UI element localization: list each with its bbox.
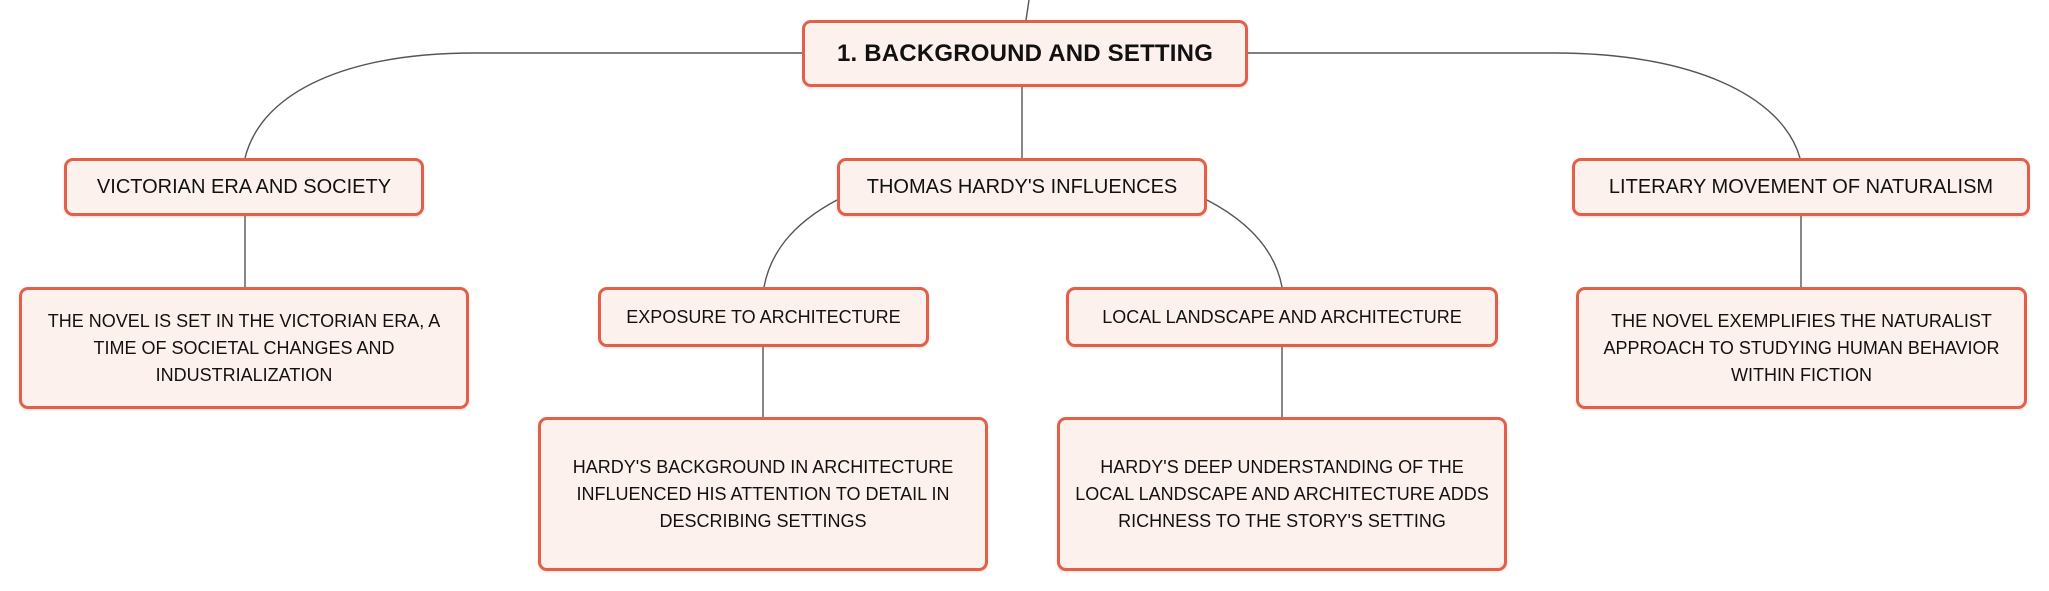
root-topic[interactable]: 1. BACKGROUND AND SETTING	[802, 20, 1248, 87]
subtopic-exposure-architecture-label: EXPOSURE TO ARCHITECTURE	[626, 306, 901, 327]
subtopic-local-landscape-label: LOCAL LANDSCAPE AND ARCHITECTURE	[1102, 306, 1462, 327]
subtopic-exposure-architecture[interactable]: EXPOSURE TO ARCHITECTURE	[598, 287, 929, 347]
connector-hardy-architecture	[763, 199, 838, 288]
branch-hardy-influences[interactable]: THOMAS HARDY'S INFLUENCES	[837, 158, 1207, 216]
detail-naturalism[interactable]: THE NOVEL EXEMPLIFIES THE NATURALIST APP…	[1576, 287, 2027, 409]
detail-local-landscape-text: HARDY'S DEEP UNDERSTANDING OF THE LOCAL …	[1075, 456, 1489, 531]
connector-root-victorian	[244, 52, 802, 159]
root-topic-label: 1. BACKGROUND AND SETTING	[836, 39, 1214, 67]
connector-hardy-landscape	[1206, 199, 1283, 288]
connector-root-parent	[1025, 0, 1030, 21]
branch-hardy-influences-label: THOMAS HARDY'S INFLUENCES	[866, 175, 1178, 198]
detail-exposure-architecture-text: HARDY'S BACKGROUND IN ARCHITECTURE INFLU…	[572, 456, 954, 531]
detail-victorian-era[interactable]: THE NOVEL IS SET IN THE VICTORIAN ERA, A…	[19, 287, 469, 409]
branch-victorian-era[interactable]: VICTORIAN ERA AND SOCIETY	[64, 158, 424, 216]
branch-naturalism-label: LITERARY MOVEMENT OF NATURALISM	[1608, 175, 1994, 198]
detail-local-landscape[interactable]: HARDY'S DEEP UNDERSTANDING OF THE LOCAL …	[1057, 417, 1507, 571]
detail-victorian-era-text: THE NOVEL IS SET IN THE VICTORIAN ERA, A…	[47, 310, 441, 385]
branch-victorian-era-label: VICTORIAN ERA AND SOCIETY	[96, 175, 392, 198]
detail-naturalism-text: THE NOVEL EXEMPLIFIES THE NATURALIST APP…	[1603, 310, 2000, 385]
connector-root-naturalism	[1248, 52, 1801, 159]
subtopic-local-landscape[interactable]: LOCAL LANDSCAPE AND ARCHITECTURE	[1066, 287, 1498, 347]
branch-naturalism[interactable]: LITERARY MOVEMENT OF NATURALISM	[1572, 158, 2030, 216]
detail-exposure-architecture[interactable]: HARDY'S BACKGROUND IN ARCHITECTURE INFLU…	[538, 417, 988, 571]
